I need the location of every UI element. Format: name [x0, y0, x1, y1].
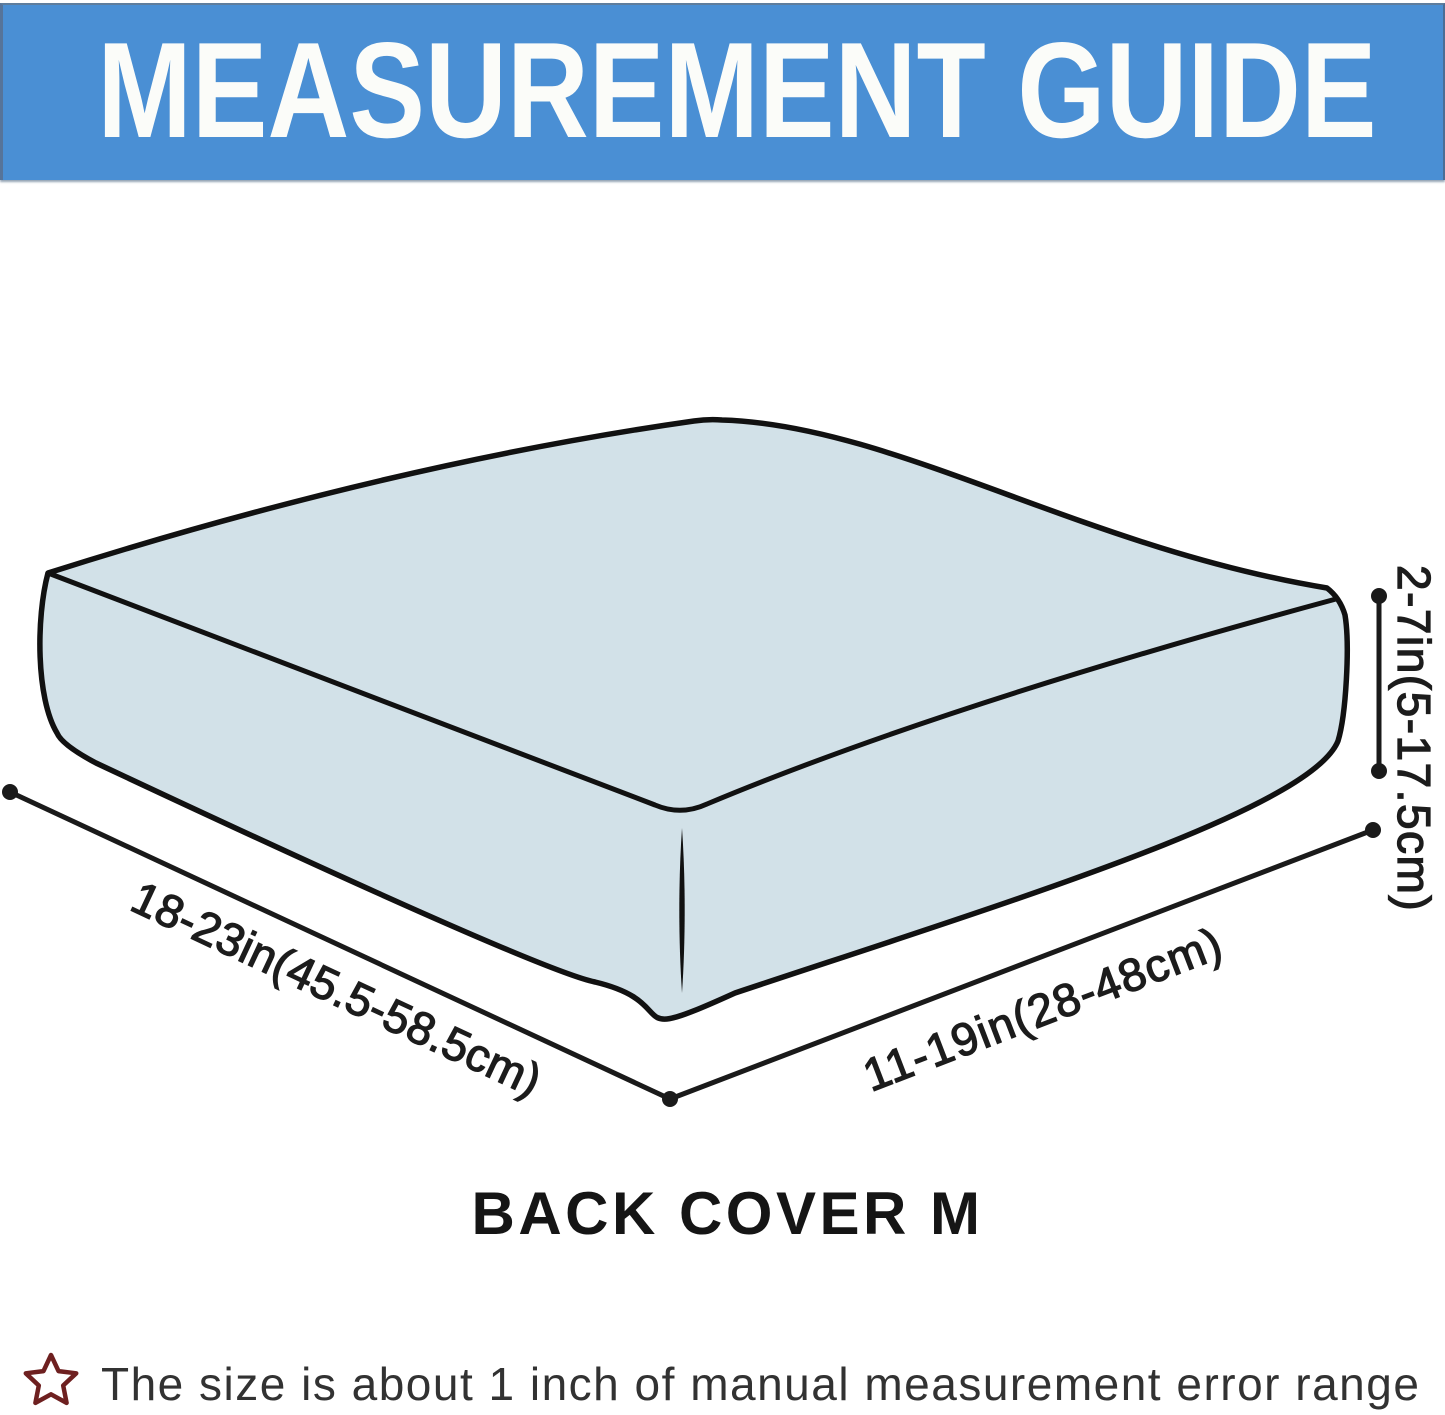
- svg-text:2-7in(5-17.5cm): 2-7in(5-17.5cm): [1388, 565, 1440, 912]
